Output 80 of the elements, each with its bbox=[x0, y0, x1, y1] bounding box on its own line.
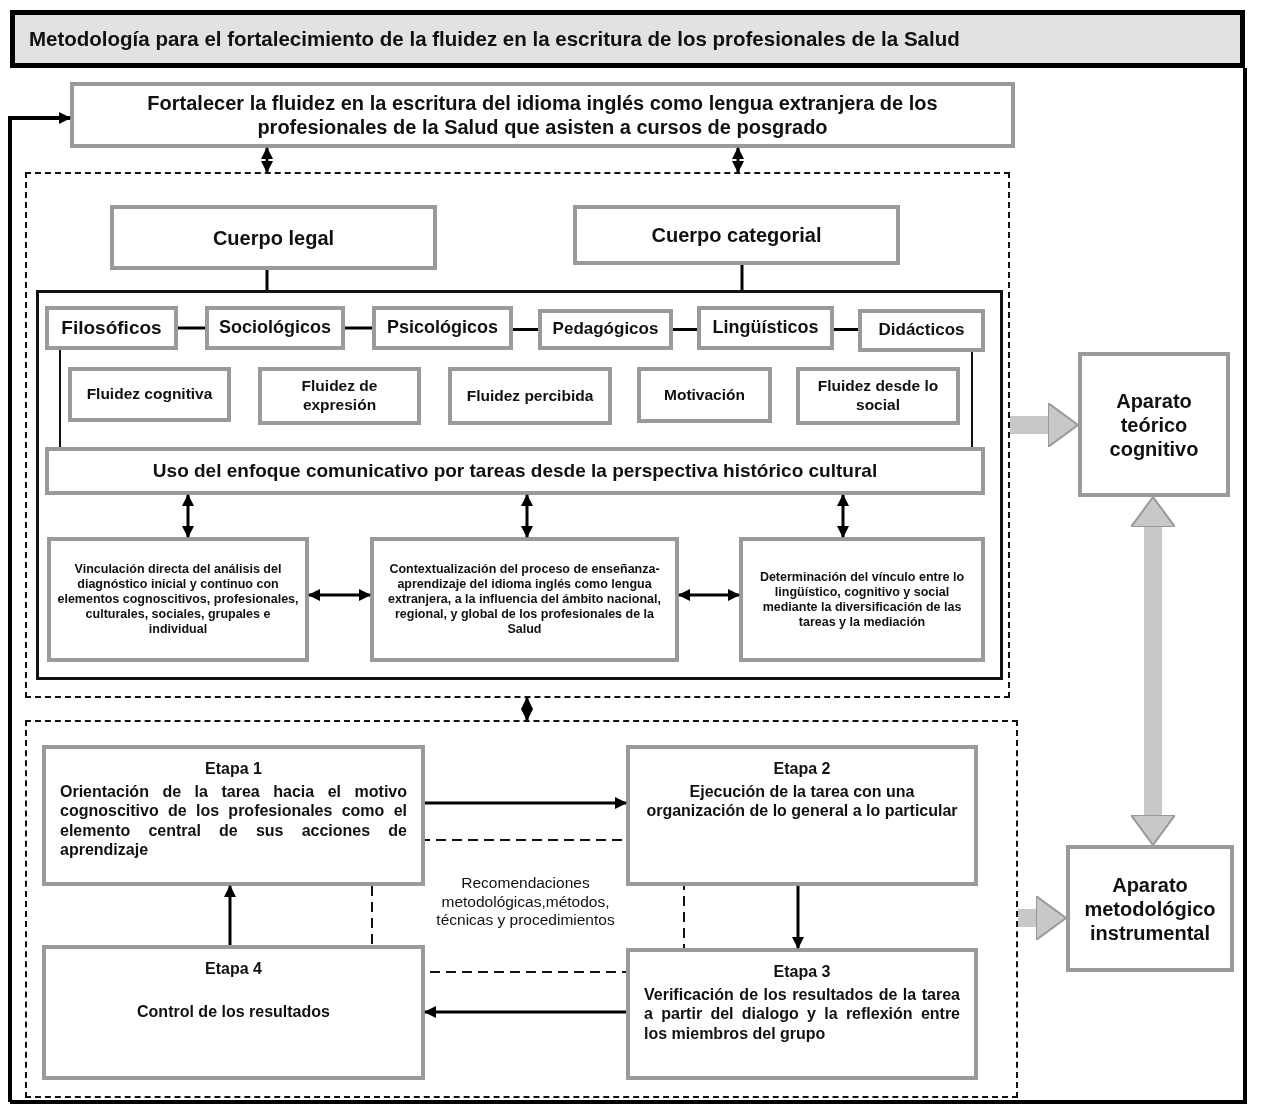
arrow bbox=[732, 147, 744, 173]
box-heading: Etapa 2 bbox=[772, 759, 832, 779]
box-text: Aparato metodológico instrumental bbox=[1083, 872, 1217, 945]
connector-line bbox=[673, 328, 697, 331]
foundation-box bbox=[372, 306, 513, 350]
foundations-frame bbox=[36, 290, 1003, 680]
connector-line bbox=[178, 326, 205, 330]
box-text: Sociológicos bbox=[218, 317, 332, 339]
box-text: Didácticos bbox=[877, 320, 966, 341]
box-text: Fortalecer la fluidez en la escritura del idioma inglés como lengua extranjera de los profesionales de la Salud que asisten a cursos de posgrado bbox=[146, 91, 939, 139]
foundation-box bbox=[858, 309, 985, 352]
principle-box bbox=[47, 537, 309, 662]
fluency-box bbox=[448, 367, 612, 425]
connector-line bbox=[740, 265, 744, 290]
arrow bbox=[521, 697, 533, 721]
arrow bbox=[424, 1006, 626, 1018]
dashed-group-frame bbox=[25, 720, 1018, 1098]
fluency-box bbox=[258, 367, 421, 425]
arrow bbox=[792, 886, 804, 949]
box-text: Aparato teórico cognitivo bbox=[1108, 388, 1200, 461]
dashed-group-frame bbox=[25, 172, 1010, 698]
arrow bbox=[837, 494, 849, 538]
arrow bbox=[678, 589, 740, 601]
approach-bar bbox=[45, 447, 985, 495]
box-text: Filosóficos bbox=[60, 316, 163, 340]
arrow bbox=[8, 112, 71, 1102]
fluency-box bbox=[68, 367, 231, 422]
connector-line bbox=[345, 326, 372, 330]
box-text: Ejecución de la tarea con una organización de lo general a lo particular bbox=[645, 782, 959, 821]
outcome-box bbox=[1078, 352, 1230, 497]
box-text: Orientación de la tarea hacia el motivo cognoscitivo de los profesionales como el elemento central de sus acciones de aprendizaje bbox=[59, 782, 408, 859]
title-bar: Metodología para el fortalecimiento de la fluidez en la escritura de los profesionales de la Salud bbox=[10, 10, 1245, 68]
stage-box bbox=[626, 948, 978, 1080]
principle-box bbox=[739, 537, 985, 662]
connector-line bbox=[834, 328, 858, 331]
category-box bbox=[110, 205, 437, 270]
box-text: Contextualización del proceso de enseñanza-aprendizaje del idioma inglés como lengua extranjera, a la influencia del ámbito nacional, regional, y global de los profesionales de la Salud bbox=[387, 562, 662, 637]
box-text: Vinculación directa del análisis del diagnóstico inicial y continuo con elementos cognoscitivos, profesionales, culturales, sociales, grupales e individual bbox=[56, 562, 300, 637]
arrow bbox=[308, 589, 371, 601]
box-text: Pedagógicos bbox=[551, 319, 660, 340]
stage-box bbox=[626, 745, 978, 886]
foundation-box bbox=[45, 306, 178, 350]
box-text: Fluidez de expresión bbox=[300, 377, 379, 415]
box-text: Psicológicos bbox=[385, 317, 499, 339]
box-heading: Etapa 4 bbox=[204, 959, 263, 979]
connector-line bbox=[513, 328, 538, 331]
arrow bbox=[182, 494, 194, 538]
box-text: Fluidez cognitiva bbox=[85, 385, 214, 404]
block-arrow bbox=[1130, 496, 1176, 846]
goal-box bbox=[70, 82, 1015, 148]
fluency-box bbox=[796, 367, 960, 425]
category-box bbox=[573, 205, 900, 265]
arrow bbox=[224, 885, 236, 945]
foundation-box bbox=[205, 306, 345, 350]
block-arrow bbox=[1018, 895, 1067, 941]
box-text: Motivación bbox=[663, 385, 746, 405]
arrow bbox=[261, 147, 273, 173]
note-text: Recomendaciones metodológicas,métodos, técnicas y procedimientos bbox=[435, 874, 616, 930]
fluency-box bbox=[637, 367, 772, 423]
box-text: Fluidez desde lo social bbox=[816, 377, 940, 415]
stage-box bbox=[42, 945, 425, 1080]
box-text: Uso del enfoque comunicativo por tareas desde la perspectiva histórico cultural bbox=[151, 459, 879, 483]
box-text: Cuerpo legal bbox=[211, 225, 336, 250]
block-arrow bbox=[1010, 402, 1079, 448]
connector-line bbox=[265, 270, 269, 290]
box-heading: Etapa 3 bbox=[772, 962, 832, 982]
box-text: Lingüísticos bbox=[711, 317, 820, 339]
stage-box bbox=[42, 745, 425, 886]
foundation-box bbox=[538, 309, 673, 350]
box-text: Verificación de los resultados de la tarea a partir del dialogo y la reflexión entre los miembros del grupo bbox=[643, 985, 961, 1043]
foundation-box bbox=[697, 306, 834, 350]
arrow bbox=[425, 797, 627, 809]
box-heading: Etapa 1 bbox=[204, 759, 263, 779]
box-text: Control de los resultados bbox=[136, 1002, 331, 1022]
box-text: Fluidez percibida bbox=[465, 386, 595, 406]
box-text: Cuerpo categorial bbox=[650, 223, 823, 247]
principle-box bbox=[370, 537, 679, 662]
box-text: Determinación del vínculo entre lo lingüístico, cognitivo y social mediante la diversificación de las tareas y la mediación bbox=[758, 569, 966, 630]
outcome-box bbox=[1066, 845, 1234, 972]
arrow bbox=[521, 494, 533, 538]
